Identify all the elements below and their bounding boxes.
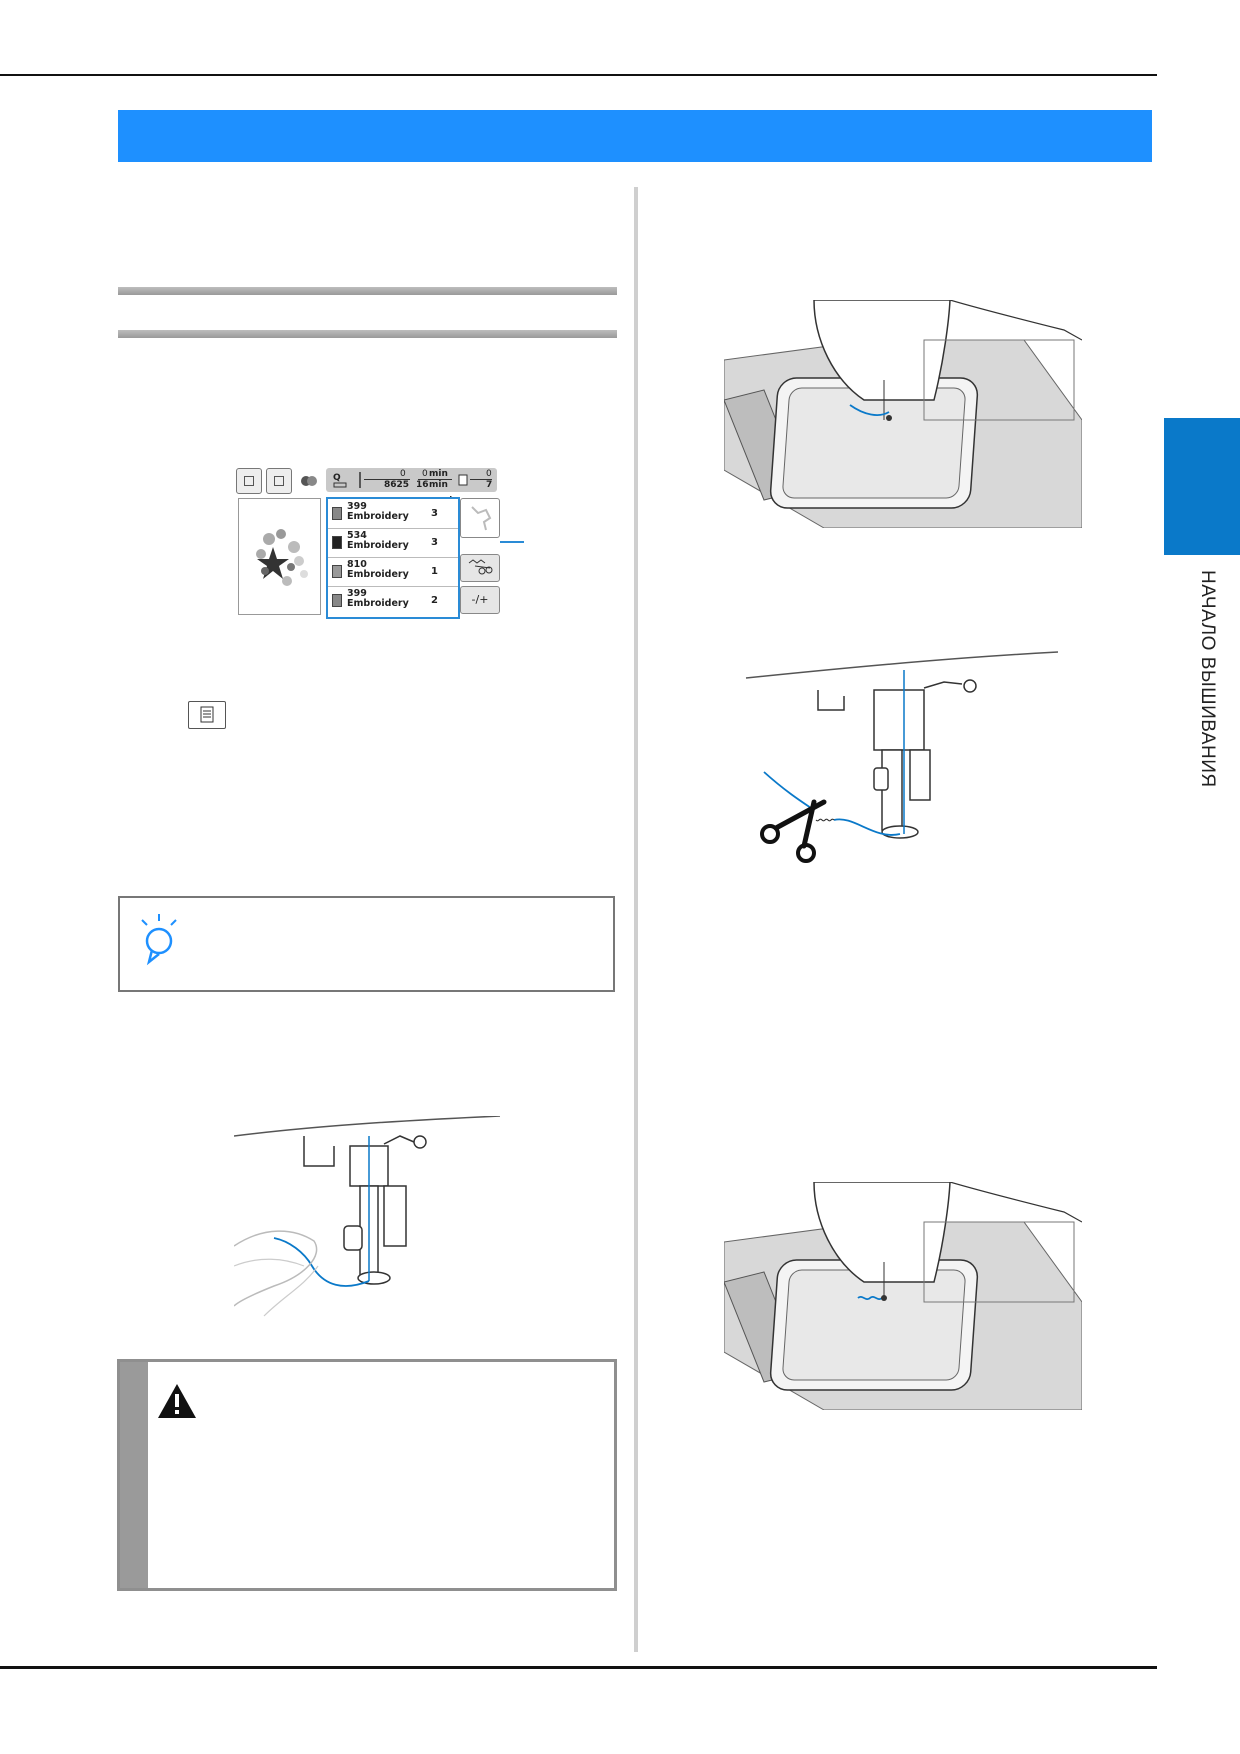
scissors-icon [760,799,827,863]
thread-color-list[interactable]: 399 Embroidery 3 534 Embroidery 3 810 Em… [326,497,460,619]
thread-time: 3 [431,508,438,519]
section-heading-bar-bottom [118,330,617,338]
lcd-screen: Q 0 8625 0 min 16 min 0 7 min 399 Embroi… [234,466,500,619]
document-list-icon [200,706,214,723]
thread-row[interactable]: 399 Embroidery 3 [328,499,458,529]
bottom-rule [0,1666,1157,1669]
chapter-title-bar [118,110,1152,162]
chapter-side-label: НАЧАЛО ВЫШИВАНИЯ [1197,570,1218,788]
time-elapsed: 0 [422,469,428,479]
caution-box [117,1359,617,1591]
column-divider [634,187,638,1652]
time-progress-line [418,479,452,480]
thread-name: Embroidery [347,598,409,609]
stitch-status-bar: Q 0 8625 0 min 16 min 0 7 [326,468,497,492]
thread-tension-button[interactable]: -/+ [460,586,500,614]
spool-icon [332,594,342,607]
stitch-count: 0 [400,469,406,479]
time-unit-bottom: min [429,480,448,490]
presser-foot-icon: Q [333,473,347,488]
tension-label: -/+ [471,593,489,606]
color-progress-line [470,479,492,480]
machine-hoop-illustration-2 [724,1182,1082,1410]
memo-box [118,896,615,992]
thread-number: 399 [347,501,367,512]
thread-row[interactable]: 534 Embroidery 3 [328,528,458,558]
time-total: 16 [416,480,429,490]
spool-icon [458,474,468,486]
lcd-frame-button-1[interactable] [236,468,262,494]
spool-icon [332,565,342,578]
thread-number: 399 [347,588,367,599]
pattern-part-image [471,506,492,531]
holding-thread-illustration [234,1116,501,1317]
embroidery-pattern-image [256,529,308,586]
thread-time: 2 [431,595,438,606]
note-bulb-icon [141,914,177,966]
spool-icon [332,536,342,549]
scissors-cut-icon [468,559,493,575]
cut-thread-illustration [745,651,1059,863]
thread-name: Embroidery [347,569,409,580]
color-total: 7 [486,480,493,490]
top-rule [0,74,1157,76]
pattern-preview [238,498,321,615]
thread-time: 3 [431,537,438,548]
thread-cut-button[interactable] [460,554,500,582]
thread-row[interactable]: 399 Embroidery 2 [328,586,458,615]
thread-name: Embroidery [347,511,409,522]
callout-line [500,541,524,543]
thread-name: Embroidery [347,540,409,551]
section-heading-bar-top [118,287,617,295]
caution-strip [120,1362,148,1588]
svg-text:Q: Q [333,473,341,483]
current-color-preview [460,498,500,538]
chapter-side-tab[interactable] [1164,418,1240,555]
total-stitches: 8625 [384,480,410,490]
time-unit-top: min [429,469,448,479]
thread-row[interactable]: 810 Embroidery 1 [328,557,458,587]
spool-icon [332,507,342,520]
thread-number: 534 [347,530,367,541]
warning-triangle-icon [158,1384,196,1418]
stitch-progress-line [364,479,410,480]
lcd-frame-button-2[interactable] [266,468,292,494]
machine-hoop-illustration-1 [724,300,1082,528]
document-list-button[interactable] [188,701,226,729]
thread-time: 1 [431,566,438,577]
thread-number: 810 [347,559,367,570]
color-index: 0 [486,469,492,479]
needle-icon [359,472,361,488]
bobbin-icon [301,476,317,486]
